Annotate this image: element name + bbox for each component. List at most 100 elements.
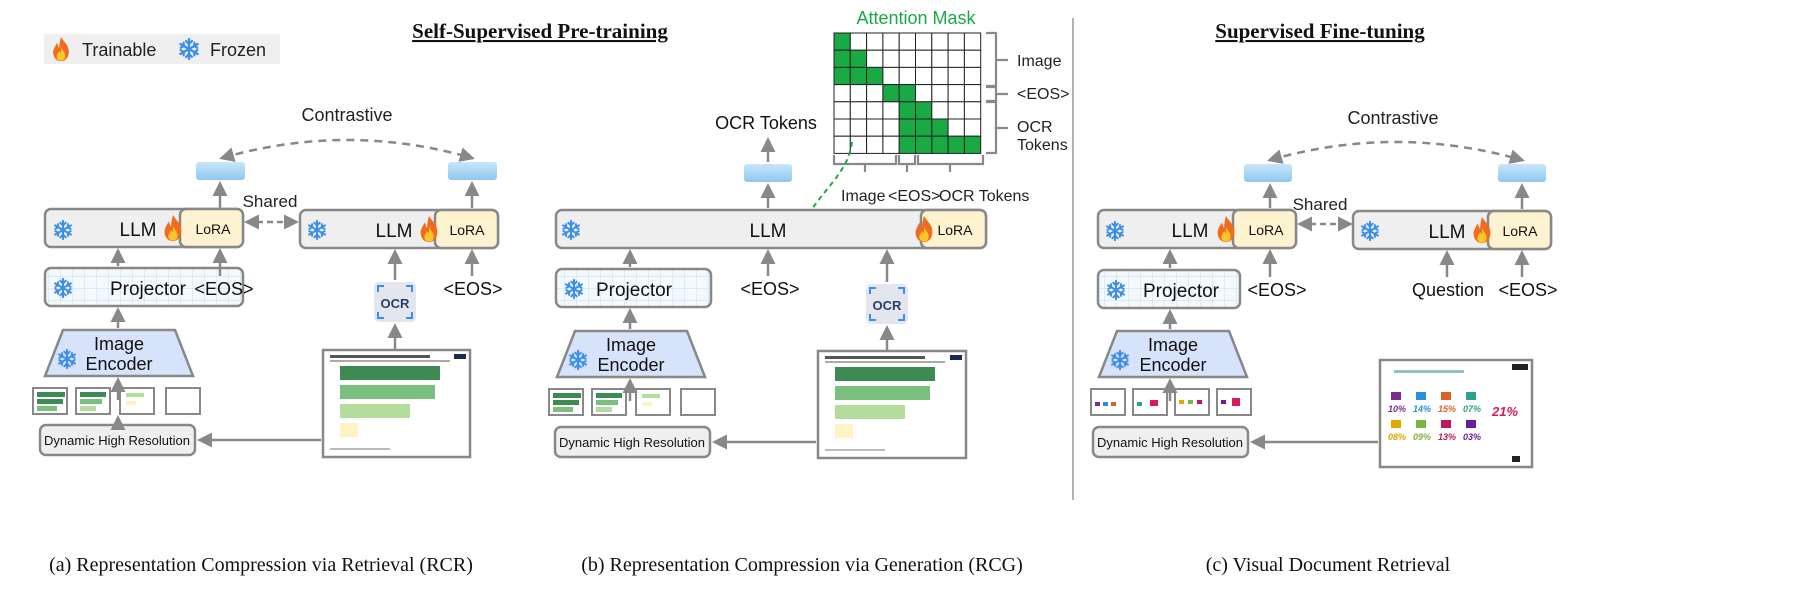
image-encoder-label-1: Image <box>606 335 656 355</box>
legend-background <box>44 34 280 64</box>
dynamic-high-resolution-c <box>1091 425 1250 459</box>
dynamic-high-resolution-label: Dynamic High Resolution <box>44 433 190 448</box>
panel-b: Attention Mask Image <EOS> OCR Tokens Im… <box>548 8 1069 460</box>
dynamic-high-resolution-label: Dynamic High Resolution <box>559 435 705 450</box>
mask-cell <box>947 66 965 86</box>
pretraining-title: Self-Supervised Pre-training <box>412 19 668 43</box>
caption-b: (b) Representation Compression via Gener… <box>581 554 1023 576</box>
eos-label: <EOS> <box>1498 280 1557 300</box>
llm-label: LLM <box>120 220 157 241</box>
mask-cell <box>833 118 851 137</box>
llm-label: LLM <box>376 221 413 242</box>
mask-cell <box>931 118 949 137</box>
mask-col-label-image: Image <box>841 188 886 205</box>
mask-cell <box>882 101 900 120</box>
brace <box>986 100 1008 155</box>
infographic-percent: 08% <box>1388 432 1406 442</box>
projector-box-a <box>43 266 245 308</box>
eos-label: <EOS> <box>1247 280 1306 300</box>
ocr-icon: OCR <box>374 282 416 322</box>
mask-to-llm-arrow <box>800 141 853 229</box>
ocr-label: OCR <box>873 298 903 313</box>
mask-cell <box>963 32 982 51</box>
llm-label: LLM <box>1429 222 1466 243</box>
mask-cell <box>898 32 917 51</box>
brace <box>897 155 917 172</box>
mask-cell <box>849 101 868 120</box>
mask-cell <box>849 32 868 51</box>
caption-a: (a) Representation Compression via Retri… <box>49 554 473 576</box>
image-encoder-a <box>43 328 195 378</box>
llm-label: LLM <box>750 221 787 242</box>
contrastive-arrow-a <box>219 138 475 162</box>
mask-row-label-image: Image <box>1017 53 1062 70</box>
legend-frozen-label: Frozen <box>210 40 266 60</box>
lora-label: LoRA <box>1502 223 1538 239</box>
image-encoder-label-1: Image <box>94 334 144 354</box>
mask-cell <box>882 32 900 51</box>
brace <box>986 31 1008 88</box>
mask-cell <box>931 135 949 154</box>
mask-cell <box>963 101 982 120</box>
contrastive-label-c: Contrastive <box>1347 108 1438 128</box>
mask-row-label-tokens: Tokens <box>1017 137 1068 154</box>
infographic-percent: 15% <box>1438 404 1456 414</box>
image-embedding-a <box>196 162 245 180</box>
mask-cell <box>931 66 949 86</box>
mask-cell <box>898 135 917 154</box>
mask-cell <box>866 49 884 68</box>
mask-row-label-ocr: OCR <box>1017 119 1053 136</box>
image-encoder-c <box>1097 329 1249 379</box>
image-encoder-b <box>555 329 707 379</box>
panel-c: Contrastive LLM LoRA Shared LLM LoRA Pro… <box>1090 108 1558 469</box>
infographic-icon <box>1466 420 1476 428</box>
mask-cell <box>849 118 868 137</box>
infographic-percent: 13% <box>1438 432 1456 442</box>
projector-box-b <box>554 267 713 309</box>
mask-cell <box>931 32 949 51</box>
mask-cell <box>915 118 933 137</box>
doc-bar-a-4 <box>340 423 358 437</box>
doc-bar-a-3 <box>340 404 410 418</box>
mask-cell <box>915 135 933 154</box>
image-embedding-c <box>1244 164 1292 182</box>
dynamic-high-resolution-b <box>553 425 712 459</box>
mask-cell <box>849 49 868 68</box>
shared-label-a: Shared <box>243 192 298 211</box>
infographic-percent: 10% <box>1388 404 1406 414</box>
mask-cell <box>882 66 900 86</box>
infographic-percent: 03% <box>1463 432 1481 442</box>
mask-cell <box>898 84 917 103</box>
infographic-percent: 21% <box>1491 404 1518 419</box>
mask-cell <box>947 32 965 51</box>
mask-cell <box>963 49 982 68</box>
mask-cell <box>866 84 884 103</box>
attention-mask-grid <box>833 32 982 154</box>
ocr-tokens-label: OCR Tokens <box>715 113 817 133</box>
brace <box>986 85 1008 103</box>
legend-trainable-label: Trainable <box>82 40 156 60</box>
mask-cell <box>915 32 933 51</box>
mask-cell <box>882 135 900 154</box>
mask-cell <box>947 118 965 137</box>
token-embedding-b <box>744 164 792 182</box>
mask-cell <box>849 84 868 103</box>
mask-cell <box>833 49 851 68</box>
infographic-image-c: 10%14%15%07%08%09%13%03%21% <box>1378 358 1534 469</box>
attention-mask-title: Attention Mask <box>856 8 976 28</box>
document-image-b <box>816 349 968 460</box>
projector-label: Projector <box>596 280 673 301</box>
mask-row-label-eos: <EOS> <box>1017 86 1069 103</box>
lora-label: LoRA <box>195 221 231 237</box>
lora-label: LoRA <box>937 222 973 238</box>
projector-box-c <box>1096 268 1242 310</box>
mask-cell <box>882 84 900 103</box>
infographic-percent: 07% <box>1463 404 1481 414</box>
infographic-icon <box>1391 392 1401 400</box>
llm-label: LLM <box>1172 221 1209 242</box>
finetuning-title: Supervised Fine-tuning <box>1215 19 1425 43</box>
doc-bar-a-2 <box>340 385 435 399</box>
dynamic-high-resolution-label: Dynamic High Resolution <box>1097 435 1243 450</box>
mask-cell <box>866 135 884 154</box>
mask-cell <box>898 118 917 137</box>
